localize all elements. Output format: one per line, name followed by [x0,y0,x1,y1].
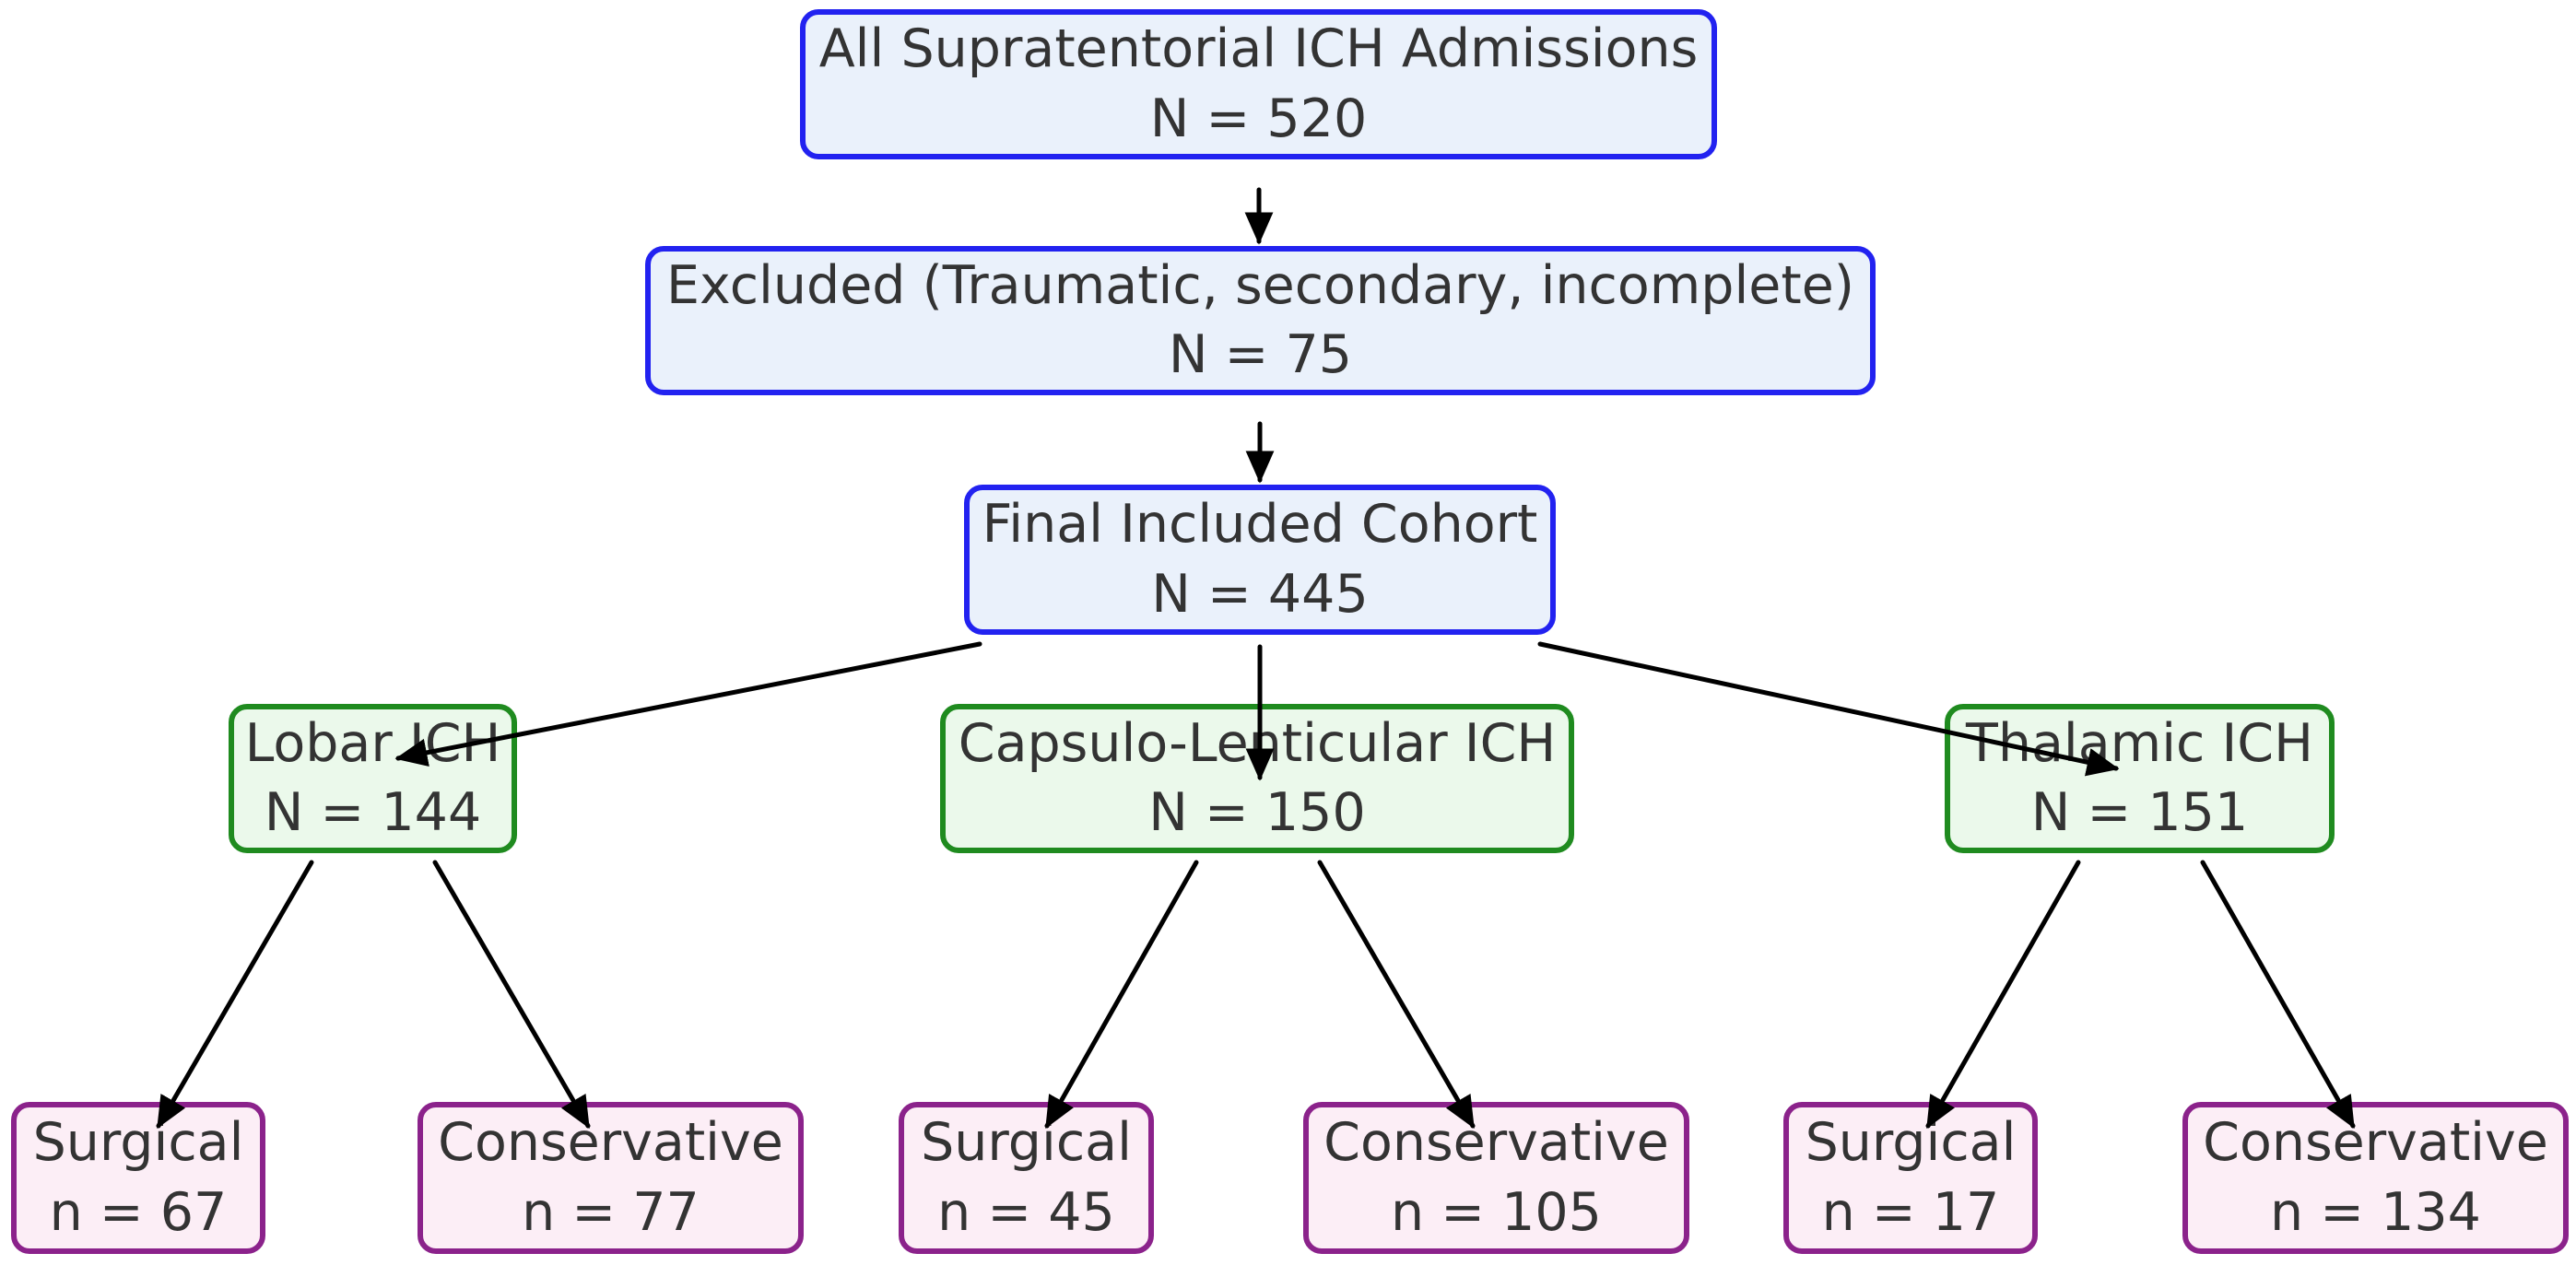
node-lobar-surgical: Surgical n = 67 [11,1102,265,1254]
node-final-cohort: Final Included Cohort N = 445 [964,485,1556,635]
node-excluded: Excluded (Traumatic, secondary, incomple… [645,246,1876,395]
node-excluded-count: N = 75 [1168,324,1353,385]
node-lobar-label: Lobar ICH [244,712,501,774]
node-final-cohort-count: N = 445 [1151,563,1369,625]
node-lobar-conservative-label: Conservative [438,1112,783,1174]
node-admissions-label: All Supratentorial ICH Admissions [818,18,1699,80]
node-thalamic: Thalamic ICH N = 151 [1945,704,2335,853]
node-lobar-surgical-count: n = 67 [49,1181,228,1243]
node-final-cohort-label: Final Included Cohort [982,494,1538,556]
node-admissions-count: N = 520 [1149,88,1368,149]
node-lobar-surgical-label: Surgical [32,1112,244,1174]
node-admissions: All Supratentorial ICH Admissions N = 52… [800,9,1717,159]
node-capsulo-lenticular: Capsulo-Lenticular ICH N = 150 [940,704,1574,853]
arrow-thalamic-to-conservative [2200,860,2356,1130]
node-lobar-conservative-count: n = 77 [522,1181,700,1243]
node-thalamic-conservative-count: n = 134 [2270,1181,2481,1243]
node-capsulo-lenticular-label: Capsulo-Lenticular ICH [958,712,1557,774]
node-capsulo-surgical-label: Surgical [921,1112,1132,1174]
node-excluded-label: Excluded (Traumatic, secondary, incomple… [665,254,1855,316]
node-thalamic-surgical-label: Surgical [1805,1112,2017,1174]
node-thalamic-conservative-label: Conservative [2203,1112,2548,1174]
node-capsulo-conservative: Conservative n = 105 [1303,1102,1689,1254]
node-capsulo-conservative-count: n = 105 [1391,1181,1602,1243]
arrow-lobar-to-surgical [156,860,314,1130]
arrow-capsulo-to-surgical [1044,860,1199,1130]
arrow-lobar-to-conservative [432,860,591,1130]
node-thalamic-count: N = 151 [2030,782,2249,843]
node-capsulo-lenticular-count: N = 150 [1148,782,1366,843]
node-lobar-conservative: Conservative n = 77 [418,1102,804,1254]
node-lobar-count: N = 144 [264,782,482,843]
node-capsulo-conservative-label: Conservative [1323,1112,1669,1174]
node-thalamic-surgical: Surgical n = 17 [1783,1102,2038,1254]
node-capsulo-surgical: Surgical n = 45 [899,1102,1154,1254]
node-thalamic-surgical-count: n = 17 [1821,1181,2000,1243]
node-thalamic-label: Thalamic ICH [1966,712,2313,774]
node-lobar: Lobar ICH N = 144 [229,704,517,853]
node-capsulo-surgical-count: n = 45 [937,1181,1115,1243]
node-thalamic-conservative: Conservative n = 134 [2182,1102,2569,1254]
arrow-thalamic-to-surgical [1925,860,2081,1130]
arrow-capsulo-to-conservative [1317,860,1476,1130]
